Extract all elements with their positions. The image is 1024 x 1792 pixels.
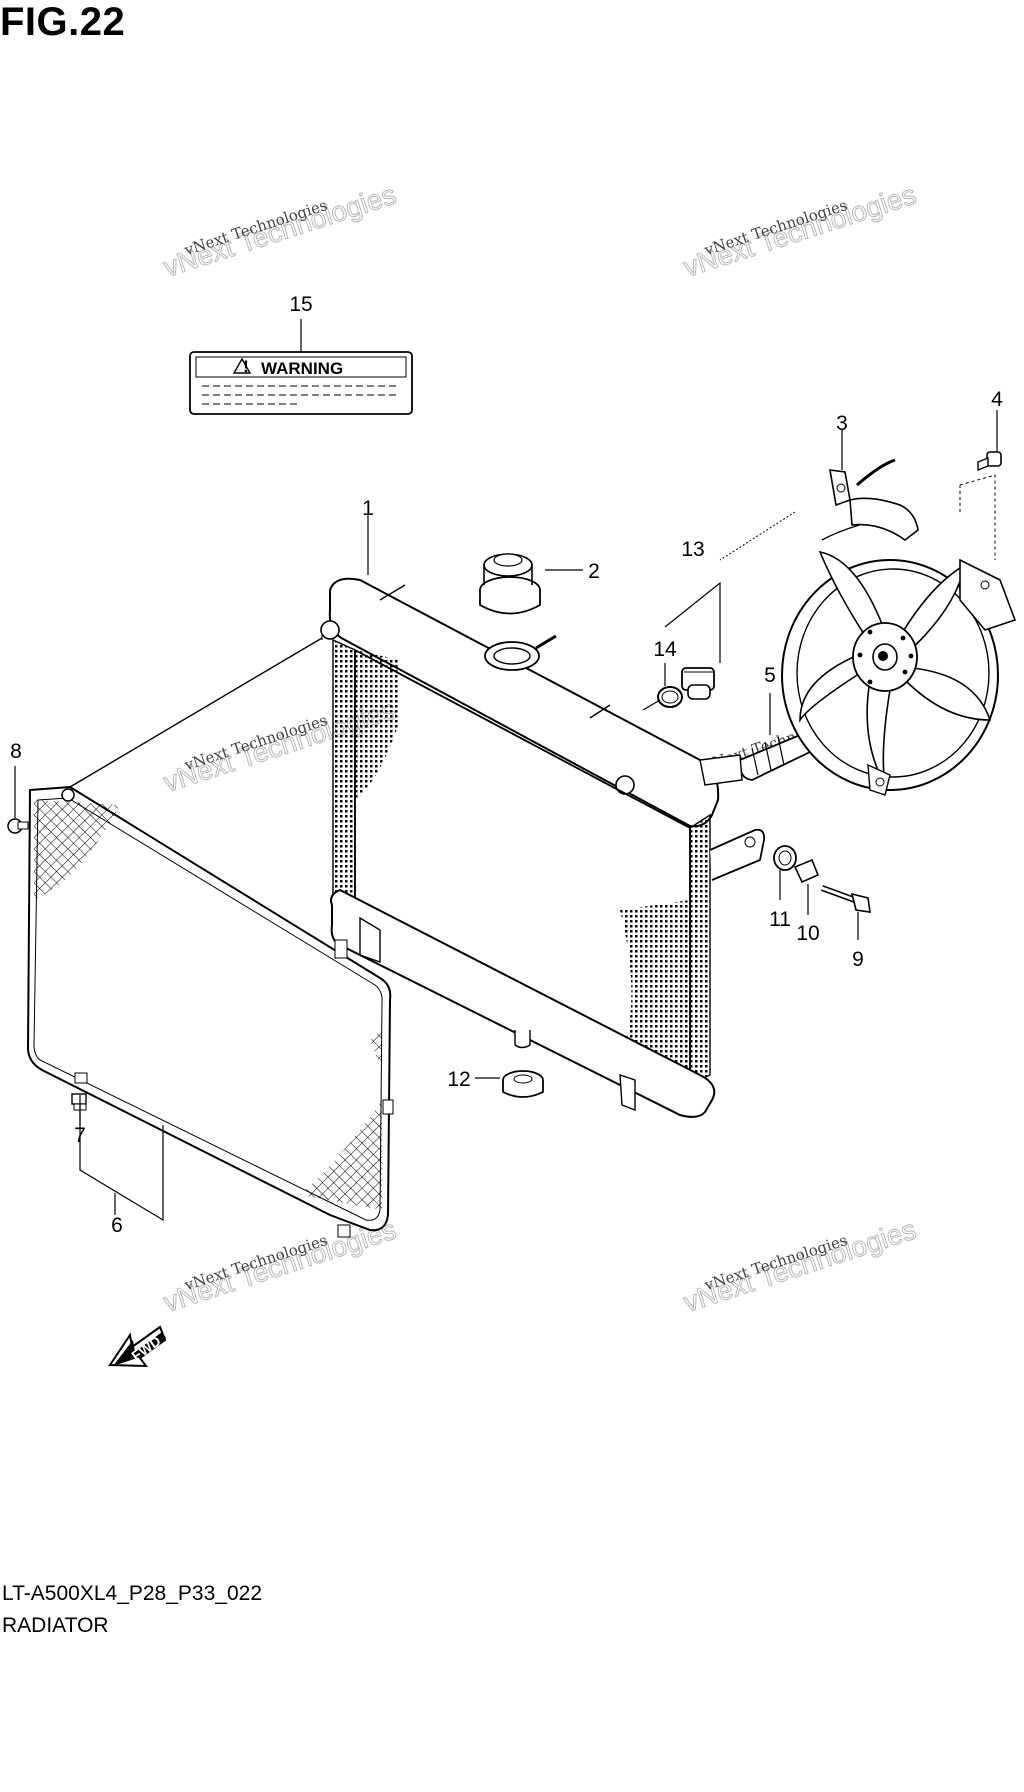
radiator-screen-part-6 [26,785,394,1238]
callout-12: 12 [447,1068,470,1091]
assembly-name: RADIATOR [2,1614,109,1637]
warning-triangle-icon [232,357,252,374]
callout-5: 5 [764,664,776,687]
warning-label-part-15: ! WARNING [189,351,413,415]
cushion-part-12 [502,1070,544,1098]
cooling-fan-part-3 [781,458,1017,796]
callout-4: 4 [991,388,1003,411]
callout-14: 14 [653,638,677,661]
collar-part-10 [793,858,820,884]
callout-3: 3 [836,412,848,435]
callout-10: 10 [796,922,819,945]
callout-7: 7 [74,1124,86,1147]
figure-title: FIG.22 [0,0,126,44]
callout-9: 9 [852,948,864,971]
callout-11: 11 [769,908,791,931]
clip-part-7 [71,1093,87,1111]
watermark-top-right: vNext Technologies vNext Technologies [679,178,920,283]
radiator-part-1 [320,577,765,1118]
watermark-bottom-right: vNext Technologies vNext Technologies [679,1213,920,1318]
watermark-top-left: vNext Technologies vNext Technologies [159,178,400,283]
o-ring-part-14 [657,686,683,708]
callout-13: 13 [681,538,704,561]
bolt-part-4 [977,451,1002,472]
forward-arrow-icon: FWD [108,1325,167,1368]
watermark-outline-text: vNext Technologies [680,1214,920,1318]
callout-1: 1 [362,497,374,520]
hose-part-5 [699,734,813,786]
bolt-part-9 [820,885,871,913]
watermark-outline-text: vNext Technologies [680,179,920,283]
radiator-cap-part-2 [479,553,541,615]
callout-6: 6 [111,1214,123,1237]
warning-label-text: WARNING [261,359,343,378]
svg-text:!: ! [243,357,249,376]
callout-2: 2 [588,560,600,583]
thermo-switch-part-13 [681,667,715,700]
callout-15: 15 [289,293,312,316]
screw-part-8 [7,818,29,834]
model-code: LT-A500XL4_P28_P33_022 [2,1582,262,1605]
watermark-outline-text: vNext Technologies [160,179,400,283]
grommet-part-11 [773,845,797,871]
watermark-outline-text: vNext Technologies [160,1214,400,1318]
callout-8: 8 [10,740,22,763]
